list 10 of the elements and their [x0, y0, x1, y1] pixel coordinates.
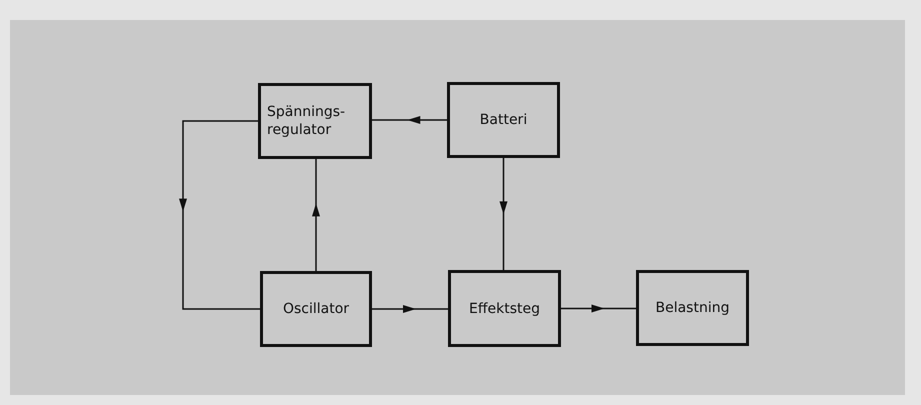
- block-label: Spännings-regulator: [267, 103, 346, 139]
- block-box: [636, 270, 749, 346]
- block-label: Belastning: [654, 299, 730, 317]
- block-label: Batteri: [478, 111, 528, 129]
- block-box: [448, 270, 561, 347]
- block-box: [260, 271, 372, 347]
- block-box: [447, 82, 560, 158]
- block-label: Oscillator: [282, 300, 350, 318]
- block-label: Effektsteg: [468, 300, 541, 318]
- block-box: [258, 83, 372, 159]
